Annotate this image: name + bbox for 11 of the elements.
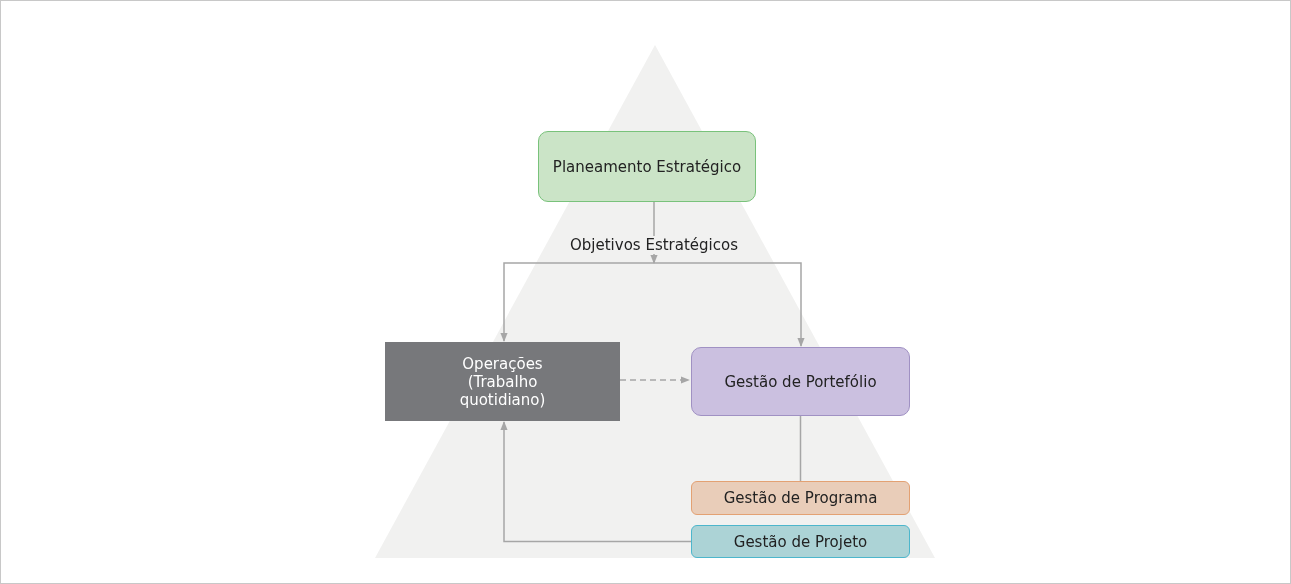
operations-box: Operações (Trabalho quotidiano) <box>385 342 620 421</box>
strategy-box: Planeamento Estratégico <box>538 131 756 202</box>
connector-arrow <box>653 262 805 347</box>
program-box: Gestão de Programa <box>691 481 910 515</box>
connector-arrow <box>500 262 655 342</box>
project-box: Gestão de Projeto <box>691 525 910 558</box>
connector-arrow <box>619 376 690 384</box>
portfolio-box: Gestão de Portefólio <box>691 347 910 416</box>
connector-arrow <box>500 421 692 543</box>
edge-label: Objetivos Estratégicos <box>567 236 741 254</box>
connector-line <box>799 415 802 482</box>
